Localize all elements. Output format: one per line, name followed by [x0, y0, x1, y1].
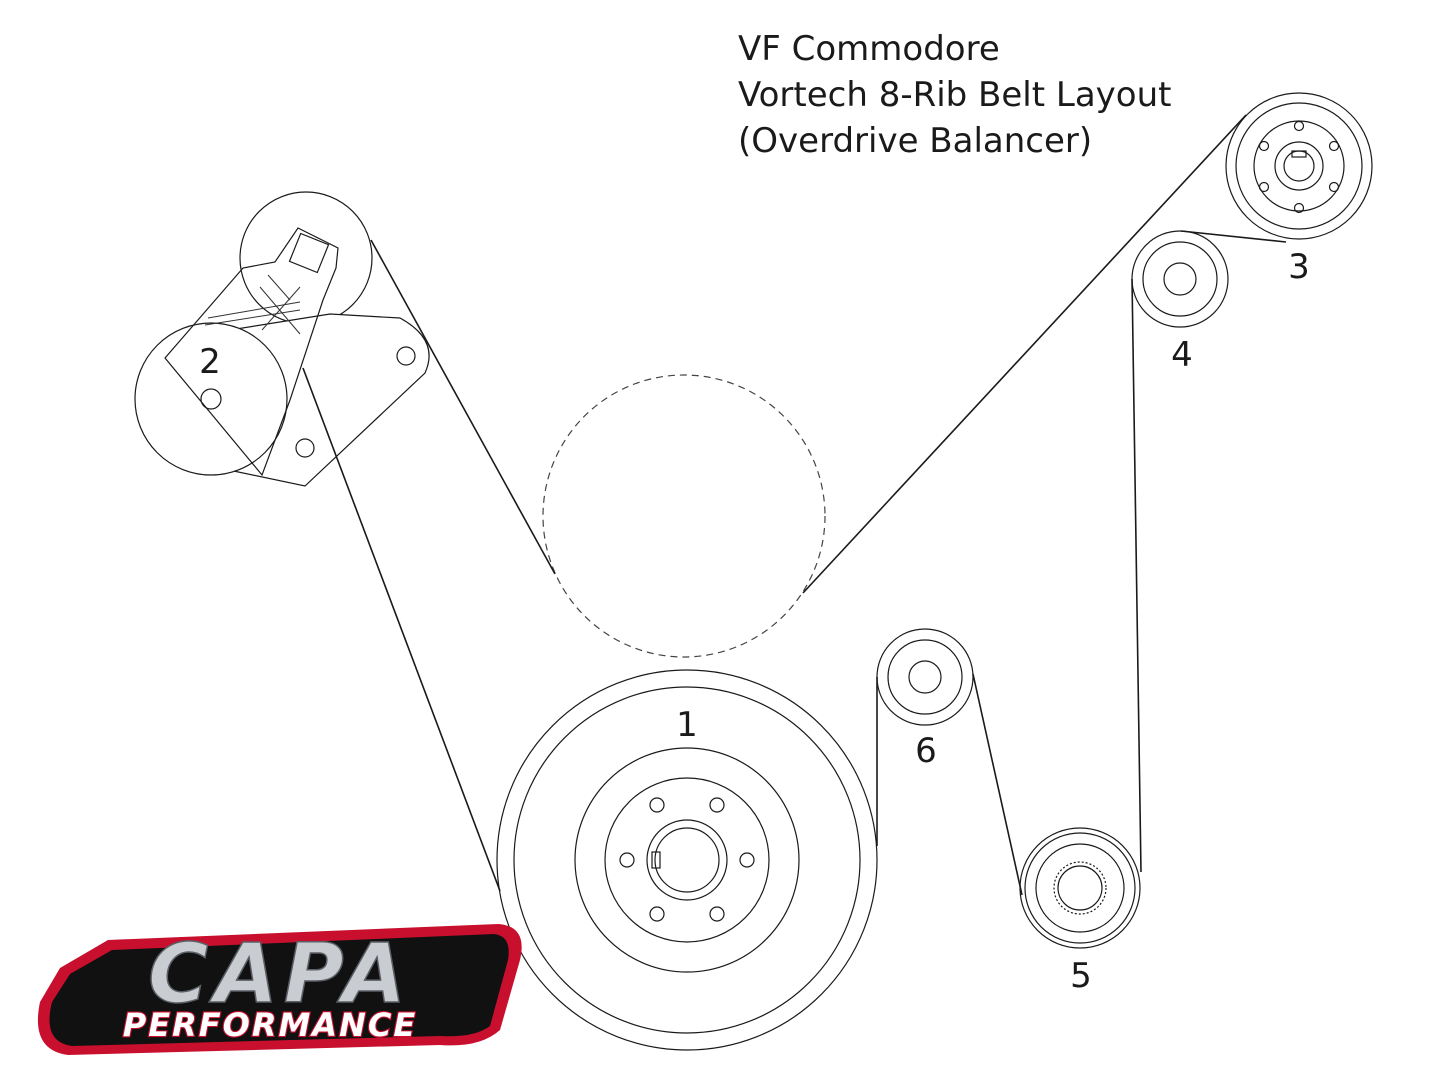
pulley-label-6: 6 — [915, 731, 937, 771]
pulley-labels: 1 2 3 4 5 6 — [199, 247, 1310, 996]
pulley-4-idler-upper — [1131, 230, 1229, 328]
drive-belt — [302, 114, 1287, 896]
pulley-6-idler-lower — [876, 628, 974, 726]
logo-black-panel — [49, 934, 509, 1046]
title-line-2: Vortech 8-Rib Belt Layout — [738, 75, 1171, 115]
pulley-3-supercharger — [1225, 92, 1373, 240]
logo-tagline-text: PERFORMANCE — [123, 1006, 417, 1044]
pulley-5-water-pump — [1019, 827, 1141, 949]
pulley-label-2: 2 — [199, 342, 221, 382]
pulley-1-crank-balancer — [496, 669, 878, 1051]
pulley-2-tensioner — [134, 191, 430, 487]
title-line-3: (Overdrive Balancer) — [738, 121, 1092, 161]
pulley-label-5: 5 — [1070, 956, 1092, 996]
pulley-label-1: 1 — [676, 705, 698, 745]
diagram-title: VF Commodore Vortech 8-Rib Belt Layout (… — [738, 29, 1171, 161]
removed-pulley-outline — [542, 374, 826, 658]
title-line-1: VF Commodore — [738, 29, 1000, 69]
pulley-label-4: 4 — [1171, 335, 1193, 375]
capa-performance-logo: CAPA PERFORMANCE — [37, 924, 522, 1055]
logo-brand-text: CAPA — [148, 927, 412, 1022]
pulley-label-3: 3 — [1288, 247, 1310, 287]
